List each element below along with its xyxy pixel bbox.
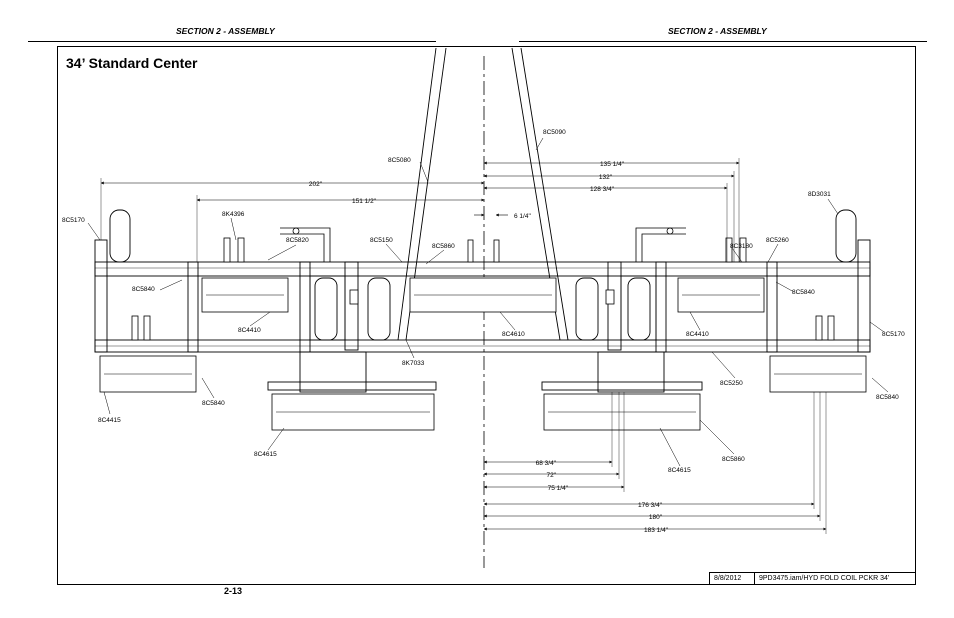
dim-132: 132" (599, 174, 613, 181)
dim-68-75: 68 3/4" (536, 460, 557, 467)
part-label-8k7033: 8K7033 (402, 360, 425, 367)
dim-176-75: 176 3/4" (638, 502, 663, 509)
part-label-8c5860-bottom: 8C5860 (722, 456, 745, 463)
dim-6-25: 6 1/4" (514, 213, 531, 220)
part-label-8k4396: 8K4396 (222, 211, 245, 218)
dim-135-25: 135 1/4" (600, 161, 625, 168)
part-label-8c5840-right-bottom: 8C5840 (876, 394, 899, 401)
dim-75-25: 75 1/4" (548, 485, 569, 492)
dimension-lines (100, 158, 827, 534)
part-label-8c5840-left-bottom: 8C5840 (202, 400, 225, 407)
section-header-right: SECTION 2 - ASSEMBLY (668, 26, 767, 36)
part-label-8c4615-left: 8C4615 (254, 451, 277, 458)
lift-arms (397, 47, 569, 341)
header-rule-right (519, 41, 927, 42)
dim-202: 202" (309, 181, 323, 188)
part-label-8c5840-left-top: 8C5840 (132, 286, 155, 293)
header-rule-left (28, 41, 436, 42)
dim-72: 72" (546, 472, 556, 479)
part-labels: 8C5090 8C5080 8D3031 8C5170 8K4396 8C582… (62, 129, 905, 474)
cylinders (131, 237, 835, 341)
part-label-8c5150: 8C5150 (370, 237, 393, 244)
wheels (109, 209, 857, 341)
part-label-8c5170-right: 8C5170 (882, 331, 905, 338)
wheel-arms (280, 227, 686, 262)
page-title: 34’ Standard Center (66, 55, 198, 71)
part-label-8c5860-top: 8C5860 (432, 243, 455, 250)
leader-lines (87, 137, 889, 467)
part-label-8c4410-right: 8C4410 (686, 331, 709, 338)
drawing-frame (57, 46, 916, 585)
part-label-8c5840-right-top: 8C5840 (792, 289, 815, 296)
title-block-file: 9PD3475.iam/HYD FOLD COIL PCKR 34’ (754, 572, 916, 585)
section-header-left: SECTION 2 - ASSEMBLY (176, 26, 275, 36)
part-label-8d3031: 8D3031 (808, 191, 831, 198)
dim-151-5: 151 1/2" (352, 198, 377, 205)
part-label-8c5090: 8C5090 (543, 129, 566, 136)
part-label-8c4615-right: 8C4615 (668, 467, 691, 474)
part-label-8c5170-left: 8C5170 (62, 217, 85, 224)
dim-183-25: 183 1/4" (644, 527, 669, 534)
part-label-8c4410-left: 8C4410 (238, 327, 261, 334)
part-label-8c3180: 8C3180 (730, 243, 753, 250)
title-block-date: 8/8/2012 (709, 572, 755, 585)
page-number: 2-13 (224, 586, 243, 596)
part-label-8c5820: 8C5820 (286, 237, 309, 244)
part-label-8c4415: 8C4415 (98, 417, 121, 424)
part-label-8c4610: 8C4610 (502, 331, 525, 338)
dim-180: 180" (649, 514, 663, 521)
main-frame (94, 239, 871, 393)
dimension-texts: 202" 151 1/2" 135 1/4" 132" 128 3/4" 6 1… (309, 161, 669, 534)
part-label-8c5250: 8C5250 (720, 380, 743, 387)
coil-packer-ridges (104, 294, 862, 413)
part-label-8c5080: 8C5080 (388, 157, 411, 164)
part-label-8c5260: 8C5260 (766, 237, 789, 244)
coil-packers (99, 277, 867, 431)
dim-128-75: 128 3/4" (590, 186, 615, 193)
